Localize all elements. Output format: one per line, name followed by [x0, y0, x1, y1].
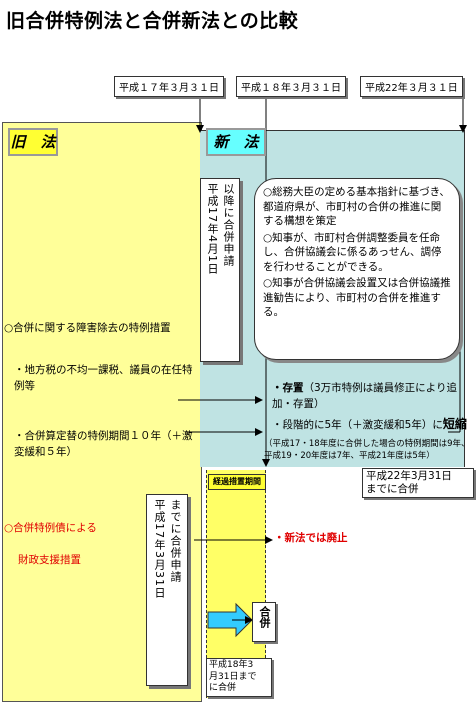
- before-h17-box: までに合併申請 平成17年3月31日: [146, 494, 188, 686]
- h18-deadline-box: 平成18年3 月31日まで に合併: [206, 658, 272, 697]
- date-box-h22: 平成22年３月３１日: [360, 76, 463, 97]
- keep-label: ・存置: [272, 382, 304, 394]
- merge-label: 合併: [258, 606, 271, 628]
- merge-box: 合併: [252, 602, 276, 642]
- keep-detail: （3万市特例は議員修正により追加・存置）: [272, 382, 457, 410]
- h22-deadline-line2: までに合併: [366, 483, 419, 495]
- after-h17-box: 以降に合併申請 平成17年4月1日: [200, 178, 240, 362]
- old-law-label: 旧 法: [8, 128, 58, 156]
- page-title: 旧合併特例法と合併新法との比較: [6, 10, 299, 32]
- until-apply-text: までに合併申請: [169, 499, 182, 583]
- old-item-obstacle-removal: ○合併に関する障害除去の特例措置: [4, 322, 171, 334]
- h17-mar31-text: 平成17年3月31日: [153, 499, 166, 599]
- h17-apr1-text: 平成17年4月1日: [206, 183, 219, 275]
- h18-deadline-line1: 平成18年3: [209, 660, 254, 670]
- old-item-local-tax: ・地方税の不均一課税、議員の在任特例等: [14, 364, 193, 392]
- old-item-calc-period: ・合併算定替の特例期間１０年（＋激変緩和５年）: [14, 430, 193, 458]
- date-box-h17: 平成１７年３月３１日: [114, 76, 224, 97]
- new-law-point-1: ○総務大臣の定める基本指針に基づき、都道府県が、市町村の合併の推進に関する構想を…: [263, 186, 450, 227]
- after-apply-text: 以降に合併申請: [222, 183, 235, 267]
- new-item-stage: ・段階的に5年（＋激変緩和5年）に短縮: [272, 416, 476, 433]
- h22-deadline-box: 平成22年3月31日 までに合併: [362, 468, 474, 498]
- new-law-point-3: ○知事が合併協議会設置又は合併協議推進勧告により、市町村の合併を推進する。: [263, 277, 451, 318]
- stage-text: ・段階的に5年（＋激変緩和5年）に: [272, 419, 443, 431]
- special-period-note: （平成17・18年度に合併した場合の特例期間は9年、平成19・20年度は7年、平…: [264, 439, 470, 461]
- new-law-description-box: ○総務大臣の定める基本指針に基づき、都道府県が、市町村の合併の推進に関する構想を…: [254, 178, 460, 360]
- shorten-text: 短縮: [442, 417, 467, 431]
- old-item-fiscal-support: 財政支援措置: [18, 554, 81, 566]
- merge-arrow: [207, 602, 253, 638]
- new-item-abolish: ・新法では廃止: [274, 532, 348, 544]
- new-law-label: 新 法: [206, 128, 266, 156]
- h18-deadline-line3: に合併: [209, 683, 237, 693]
- h18-deadline-line2: 月31日まで: [209, 671, 257, 682]
- h22-deadline-line1: 平成22年3月31日: [366, 470, 452, 482]
- old-item-bond: ○合併特例債による: [4, 522, 97, 534]
- transition-period-label: 経過措置期間: [208, 474, 266, 490]
- date-box-h18: 平成１８年３月３１日: [236, 76, 346, 97]
- new-law-point-2: ○知事が、市町村合併調整委員を任命し、合併協議会に係るあっせん、調停を行わせるこ…: [263, 231, 442, 273]
- new-item-keep: ・存置（3万市特例は議員修正により追加・存置）: [272, 380, 460, 412]
